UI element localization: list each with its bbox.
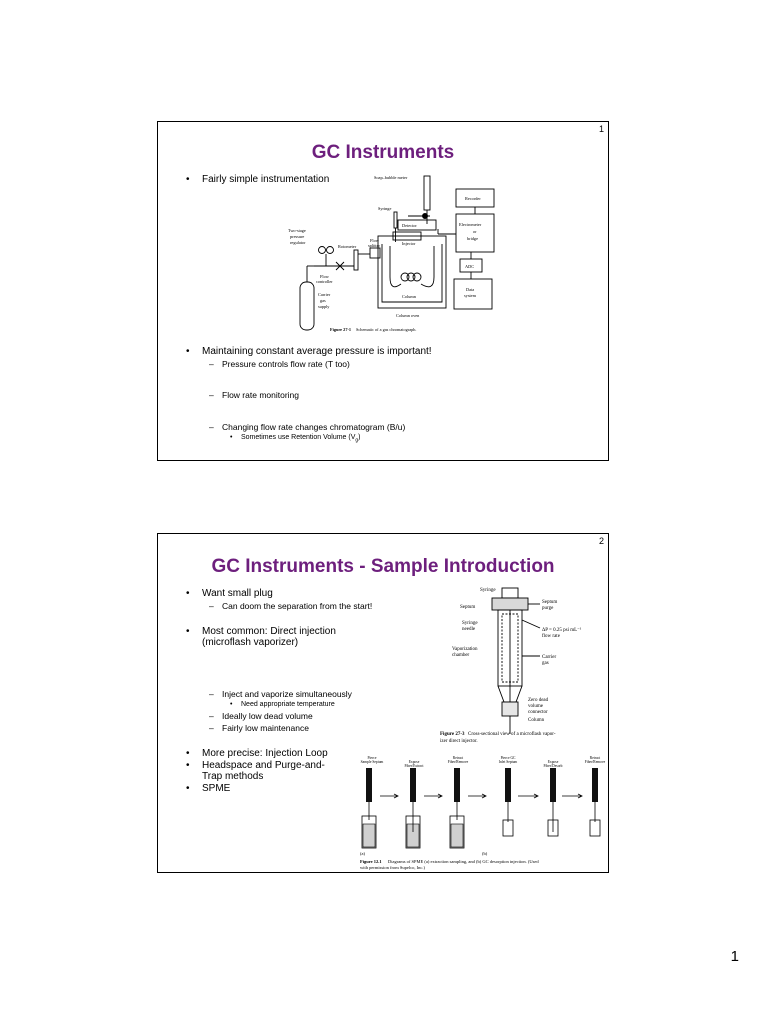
- label-recorder: Recorder: [465, 196, 481, 201]
- sub-bullet-maintenance: –Fairly low maintenance: [209, 723, 309, 733]
- injector-caption-text-1: Cross-sectional view of a microflash vap…: [468, 732, 556, 737]
- label-splitter: splitter: [368, 243, 381, 248]
- slide-number: 1: [598, 124, 604, 134]
- label-column-oven: Column oven: [396, 313, 420, 318]
- label-retract-fiber-2: Fiber/Remove: [448, 760, 469, 764]
- sub-bullet-changing-flow: –Changing flow rate changes chromatogram…: [209, 422, 406, 432]
- label-syringe-needle-1: Syringe: [462, 621, 478, 626]
- slide-1: 1 GC Instruments •Fairly simple instrume…: [157, 121, 609, 461]
- sub-bullet-dead-volume: –Ideally low dead volume: [209, 711, 313, 721]
- label-flow-rate: flow rate: [542, 634, 561, 639]
- label-regulator: regulator: [290, 240, 306, 245]
- label-electrometer: Electrometer: [459, 222, 482, 227]
- sub-bullet-inject-vaporize: –Inject and vaporize simultaneously: [209, 689, 352, 699]
- label-expose-fiber-2: Fiber/Extract: [405, 764, 424, 768]
- spme-figure: Pierce Sample Septum Expose Fiber/Extrac…: [358, 754, 608, 872]
- label-retract-remove-2: Fiber/Remove: [585, 760, 606, 764]
- injector-figure: Syringe Septum Septum purge Syringe need…: [440, 584, 605, 754]
- label-septum-purge-1: Septum: [542, 600, 557, 605]
- label-panel-a: (a): [360, 851, 365, 856]
- label-expose-desorb-2: Fiber/Desorb: [544, 764, 563, 768]
- label-flow: Flow: [370, 238, 380, 243]
- label-zero-dead-3: connector: [528, 710, 548, 715]
- label-pierce-gc-1: Pierce GC: [501, 756, 516, 760]
- label-expose-fiber-1: Expose: [409, 760, 420, 764]
- spme-caption-label: Figure 12.1: [360, 859, 382, 864]
- spme-caption-text-2: with permission from Supelco, Inc.): [360, 865, 425, 871]
- sub-bullet-pressure-controls: –Pressure controls flow rate (T too): [209, 359, 350, 369]
- label-supply: supply: [318, 304, 330, 309]
- figure-caption-text: Schematic of a gas chromatograph.: [356, 327, 417, 332]
- label-delta-p: ΔP = 0.25 psi mL⁻¹: [542, 627, 582, 633]
- label-zero-dead-1: Zero dead: [528, 698, 549, 703]
- spme-caption-text-1: Diagrams of SPME (a) extraction sampling…: [388, 859, 539, 865]
- bullet-spme: •SPME: [186, 783, 231, 794]
- label-detector: Detector: [402, 223, 417, 228]
- injector-caption-label: Figure 27-3: [440, 732, 465, 737]
- figure-caption-label: Figure 27-1: [330, 327, 351, 332]
- page-number: 1: [730, 948, 739, 965]
- label-retract-fiber-1: Retract: [453, 756, 463, 760]
- label-zero-dead-2: volume: [528, 704, 544, 709]
- sub-sub-bullet-temperature: •Need appropriate temperature: [230, 701, 335, 708]
- label-vaporization-1: Vaporization: [452, 647, 478, 652]
- slide-number: 2: [598, 536, 604, 546]
- gc-schematic-figure: Soap–bubble meter Recorder Syringe Detec…: [278, 174, 503, 346]
- label-column: Column: [528, 718, 545, 723]
- injector-drawing: Syringe Septum Septum purge Syringe need…: [440, 587, 582, 744]
- label-septum: Septum: [460, 605, 475, 610]
- label-flow-controller-2: controller: [316, 279, 333, 284]
- spme-drawing: Pierce Sample Septum Expose Fiber/Extrac…: [360, 756, 606, 871]
- sub-bullet-doom: –Can doom the separation from the start!: [209, 601, 373, 611]
- bullet-headspace: •Headspace and Purge-and-: [186, 760, 325, 771]
- slide-title: GC Instruments - Sample Introduction: [211, 556, 555, 577]
- label-syringe-needle-2: needle: [462, 627, 476, 632]
- label-syringe: Syringe: [378, 206, 391, 211]
- label-or: or: [473, 229, 477, 234]
- bullet-headspace-cont: Trap methods: [202, 771, 264, 782]
- label-carrier: Carrier: [318, 292, 331, 297]
- slide-title: GC Instruments: [311, 142, 455, 163]
- label-rotometer: Rotometer: [338, 244, 357, 249]
- label-bridge: bridge: [467, 236, 478, 241]
- sub-bullet-flow-monitoring: –Flow rate monitoring: [209, 390, 300, 400]
- label-septum-purge-2: purge: [542, 606, 554, 611]
- label-vaporization-2: chamber: [452, 653, 470, 658]
- injector-caption-text-2: izer direct injector.: [440, 739, 478, 744]
- label-syringe: Syringe: [480, 588, 496, 593]
- label-adc: ADC: [465, 264, 474, 269]
- label-expose-desorb-1: Expose: [548, 760, 559, 764]
- bullet-direct-injection: •Most common: Direct injection: [186, 626, 336, 637]
- label-gas: gas: [320, 298, 326, 303]
- label-system: system: [464, 293, 477, 298]
- label-panel-b: (b): [482, 851, 488, 856]
- label-carrier-2: gas: [542, 661, 549, 666]
- label-pierce-sample-1: Pierce: [368, 756, 377, 760]
- label-pierce-gc-2: Inlet Septum: [499, 760, 518, 764]
- bullet-small-plug: •Want small plug: [186, 588, 273, 599]
- label-two-stage: Two-stage: [288, 228, 306, 233]
- label-pierce-sample-2: Sample Septum: [361, 760, 384, 764]
- gc-schematic-drawing: Soap–bubble meter Recorder Syringe Detec…: [288, 175, 495, 332]
- bullet-injection-loop: •More precise: Injection Loop: [186, 748, 328, 759]
- slide-2: 2 GC Instruments - Sample Introduction •…: [157, 533, 609, 873]
- bullet-simple-instrumentation: •Fairly simple instrumentation: [186, 174, 330, 185]
- label-pressure: pressure: [290, 234, 304, 239]
- label-flow-controller-1: Flow: [320, 274, 330, 279]
- label-data: Data: [466, 287, 474, 292]
- label-soap-bubble-meter: Soap–bubble meter: [374, 175, 408, 180]
- label-column: Column: [402, 294, 417, 299]
- label-injector: Injector: [402, 241, 416, 246]
- label-carrier-1: Carrier: [542, 655, 556, 660]
- bullet-microflash: (microflash vaporizer): [202, 637, 299, 648]
- label-retract-remove-1: Retract: [590, 756, 600, 760]
- bullet-constant-pressure: •Maintaining constant average pressure i…: [186, 346, 432, 357]
- sub-sub-bullet-retention-volume: •Sometimes use Retention Volume (Vg): [230, 434, 361, 444]
